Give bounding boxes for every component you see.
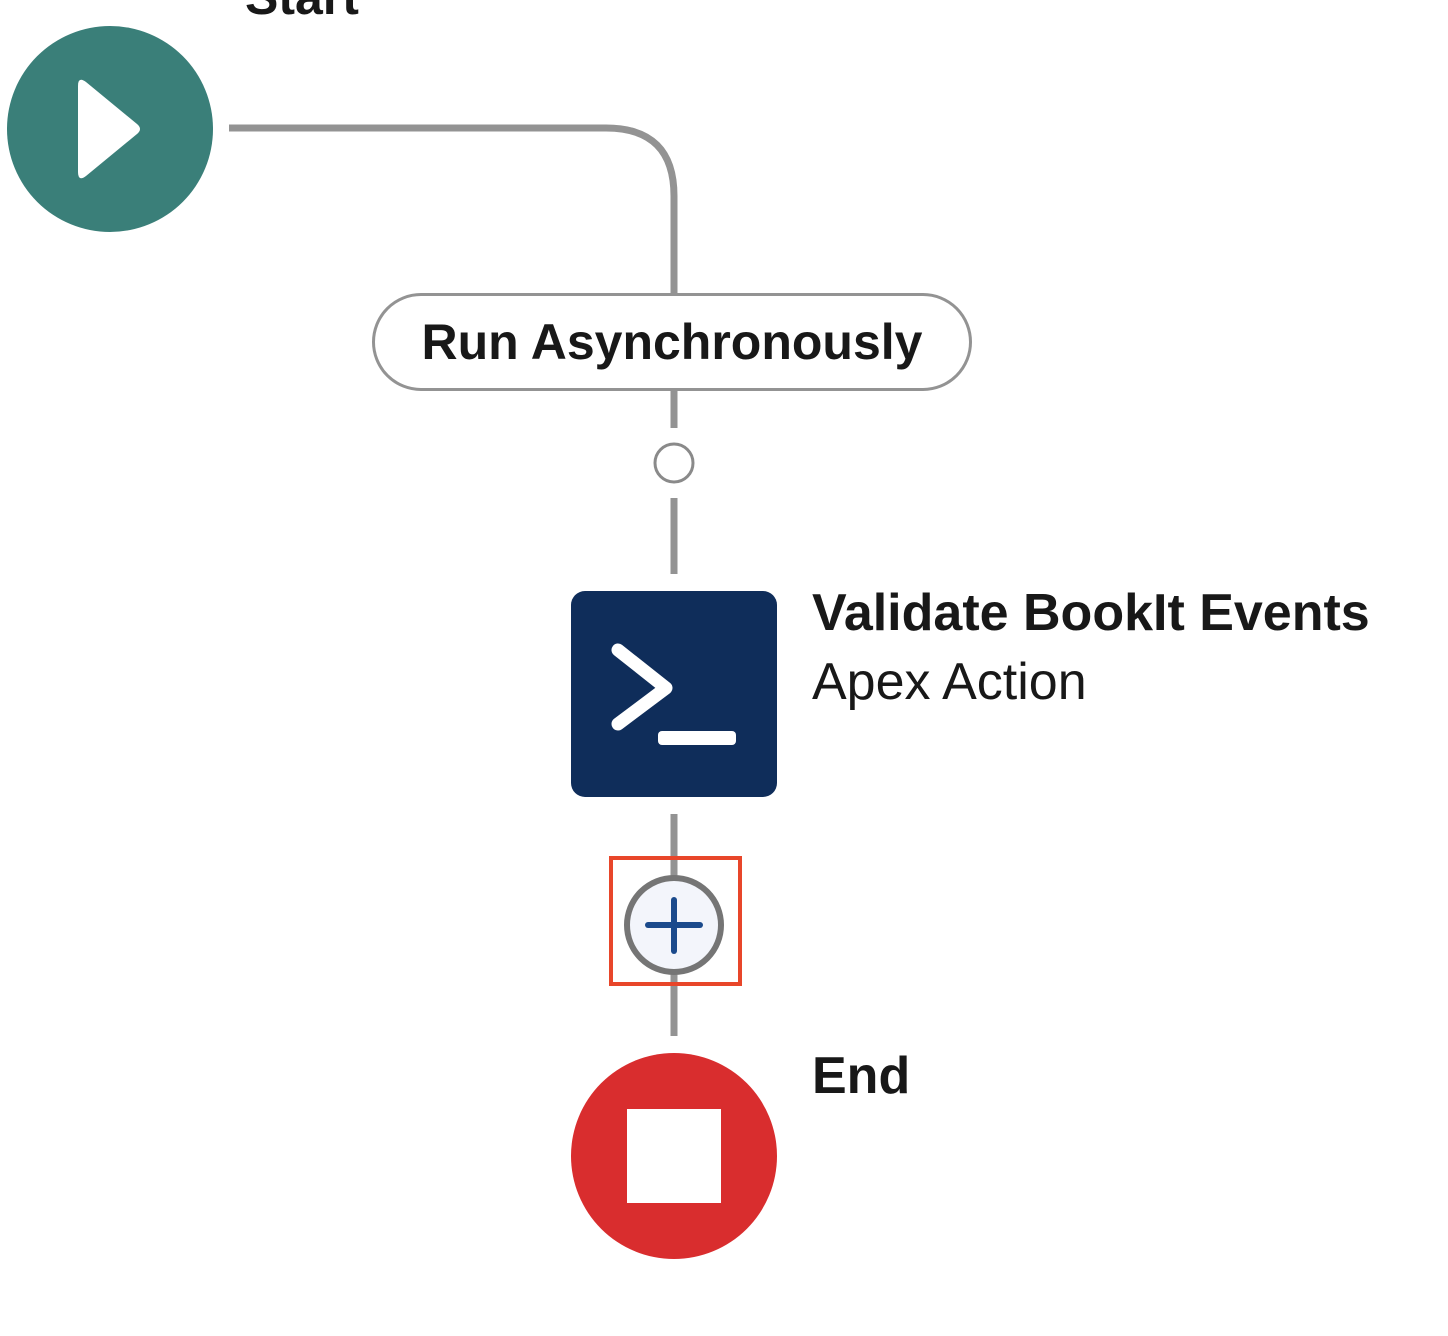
start-element[interactable] xyxy=(7,26,213,232)
apex-terminal-icon xyxy=(611,643,736,745)
apex-action-element[interactable] xyxy=(571,591,777,797)
play-icon xyxy=(78,79,140,179)
path-node-circle[interactable] xyxy=(653,442,695,484)
end-element[interactable] xyxy=(571,1053,777,1259)
start-label: Start xyxy=(245,0,359,26)
add-button-highlight xyxy=(609,856,742,986)
add-element-button[interactable] xyxy=(624,875,724,975)
action-subtitle: Apex Action xyxy=(812,653,1087,711)
apex-action-box[interactable] xyxy=(571,591,777,797)
end-label: End xyxy=(812,1047,911,1105)
action-title: Validate BookIt Events xyxy=(812,584,1370,642)
plus-icon xyxy=(645,897,703,954)
run-asynchronously-path-label[interactable]: Run Asynchronously xyxy=(372,293,972,391)
connector-start-to-path xyxy=(229,124,678,293)
stop-icon xyxy=(627,1109,721,1203)
